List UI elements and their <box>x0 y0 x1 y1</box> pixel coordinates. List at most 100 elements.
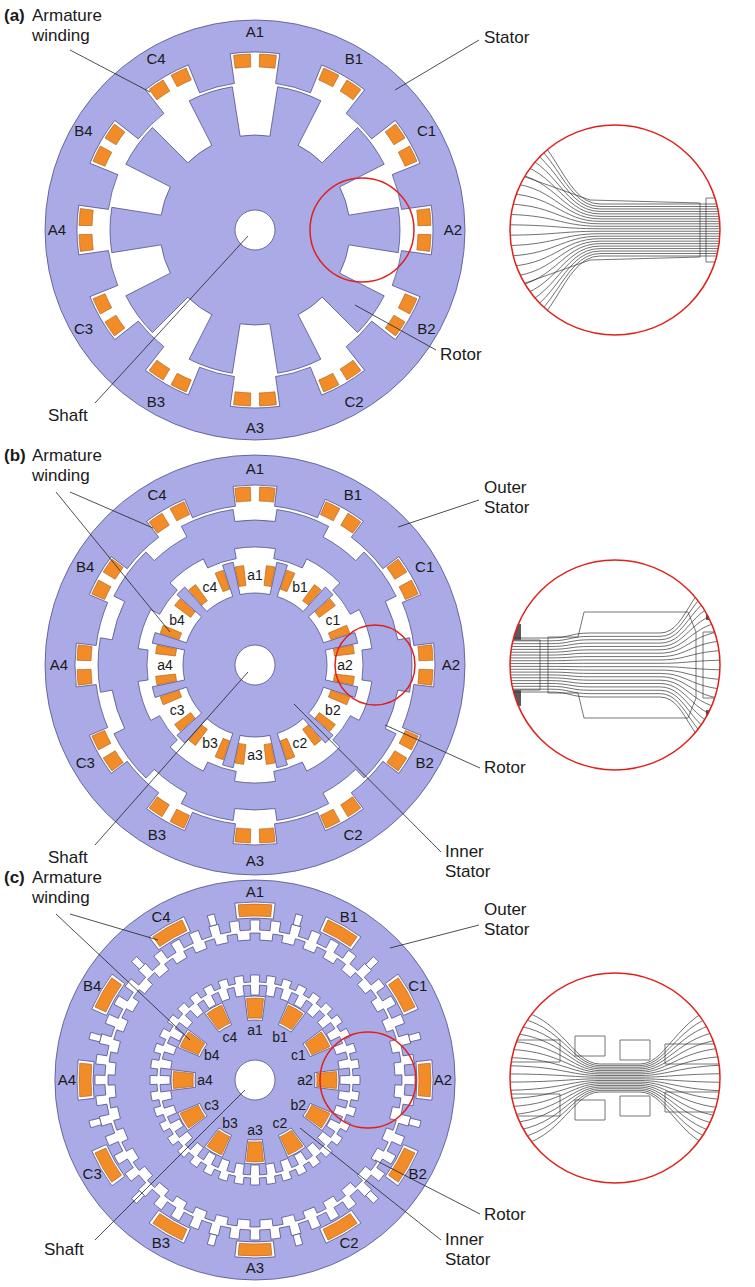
flux-line <box>500 1090 740 1144</box>
phase-label: b4 <box>169 612 185 629</box>
armature-coil <box>105 124 125 145</box>
zoom-marker <box>335 625 415 705</box>
tooth-outline <box>575 1100 605 1120</box>
zoom-ground <box>510 973 720 1183</box>
phase-label: B1 <box>345 50 363 68</box>
armature-coil <box>246 1142 263 1162</box>
coil-slot <box>235 902 275 919</box>
flux-line <box>500 1021 740 1068</box>
flux-line <box>500 246 740 298</box>
phase-label: A3 <box>246 852 264 870</box>
phase-label: c3 <box>170 702 185 719</box>
zoom-marker <box>310 178 414 282</box>
armature-coil <box>399 580 418 600</box>
zoom-frame <box>510 125 720 335</box>
coil-section <box>706 575 724 620</box>
flux-line <box>500 239 740 267</box>
phase-label: a1 <box>247 1022 263 1039</box>
flux-line <box>500 214 740 226</box>
armature-coil <box>103 751 123 771</box>
armature-coil <box>79 209 93 226</box>
leader-line <box>355 305 436 350</box>
tooth-outline <box>575 1036 605 1056</box>
armature-coil <box>173 1071 193 1088</box>
armature-coil <box>259 392 276 406</box>
coil-section <box>708 282 728 327</box>
tooth-outline <box>703 632 740 698</box>
armature-coil <box>207 1005 230 1030</box>
coil-slot <box>245 1140 265 1164</box>
stator-notch <box>89 1118 101 1128</box>
coil-slot <box>278 1003 305 1032</box>
stator-notch <box>293 1234 303 1246</box>
stator-notch <box>132 957 145 970</box>
phase-label: a3 <box>247 1122 263 1139</box>
phase-label: a2 <box>337 657 353 674</box>
armature-coil <box>417 234 431 251</box>
leader-line <box>390 925 479 948</box>
phase-label: C3 <box>74 320 93 338</box>
coil-slot <box>245 996 265 1020</box>
armature-coil <box>235 828 251 843</box>
armature-coil <box>180 1032 205 1055</box>
armature-coil <box>105 315 125 336</box>
phase-label: A2 <box>442 656 460 674</box>
flux-line <box>500 1092 740 1153</box>
phase-label: B2 <box>409 1165 427 1183</box>
phase-label: c4 <box>223 1028 238 1045</box>
flux-line <box>500 1003 740 1064</box>
armature-coil <box>180 1105 205 1128</box>
part-name: Armature winding <box>32 868 114 909</box>
phase-label: A4 <box>50 656 68 674</box>
flux-line <box>500 254 740 330</box>
flux-line <box>500 120 740 204</box>
phase-label: A1 <box>246 883 264 901</box>
armature-coil <box>246 998 263 1018</box>
zoom-ground <box>510 125 720 335</box>
phase-label: A1 <box>246 23 264 41</box>
leader-line <box>56 492 170 632</box>
phase-label: b1 <box>272 1028 288 1045</box>
flux-line <box>500 660 740 664</box>
leader-line <box>70 492 153 528</box>
phase-label: C4 <box>151 908 170 926</box>
machine-a <box>45 20 465 440</box>
phase-label: c2 <box>273 1115 288 1132</box>
phase-label: B3 <box>148 826 166 844</box>
flux-line <box>500 675 740 700</box>
armature-coil <box>171 373 191 392</box>
phase-label: A2 <box>444 221 462 239</box>
flux-line <box>500 686 740 740</box>
stator-notch <box>409 1118 421 1128</box>
armature-coil <box>207 1130 230 1155</box>
coil-slot <box>235 1241 275 1258</box>
armature-coil <box>235 566 246 587</box>
armature-coil <box>417 209 431 226</box>
flux-line <box>500 130 740 206</box>
armature-coil <box>149 797 169 817</box>
armature-coil <box>320 502 340 521</box>
armature-coil <box>418 1063 431 1097</box>
leader-line <box>375 1160 480 1214</box>
armature-coil <box>238 1243 272 1256</box>
stator-notch <box>409 1032 421 1042</box>
stator-notch <box>366 1191 379 1204</box>
coil-section <box>712 1140 728 1170</box>
armature-coil <box>259 54 276 68</box>
leader-line <box>300 1128 441 1240</box>
armature-coil <box>93 294 112 314</box>
coil-slot <box>315 1070 339 1090</box>
armature-coil <box>385 124 405 145</box>
coil-slot <box>204 1128 231 1157</box>
flux-line <box>500 172 740 216</box>
leader-line <box>95 1090 245 1240</box>
flux-line <box>500 1087 740 1126</box>
flux-line <box>500 183 740 219</box>
armature-coil <box>264 743 275 764</box>
armature-coil <box>305 1105 330 1128</box>
phase-label: C1 <box>417 122 436 140</box>
phase-label: a4 <box>157 657 173 674</box>
phase-label: c4 <box>203 579 218 596</box>
armature-coil <box>280 1130 303 1155</box>
